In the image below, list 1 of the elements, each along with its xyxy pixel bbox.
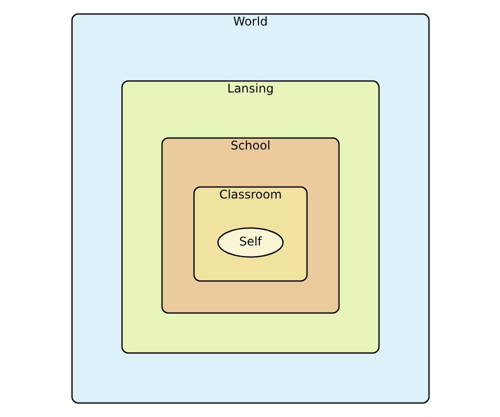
node-ellipse: Self [216,227,284,258]
